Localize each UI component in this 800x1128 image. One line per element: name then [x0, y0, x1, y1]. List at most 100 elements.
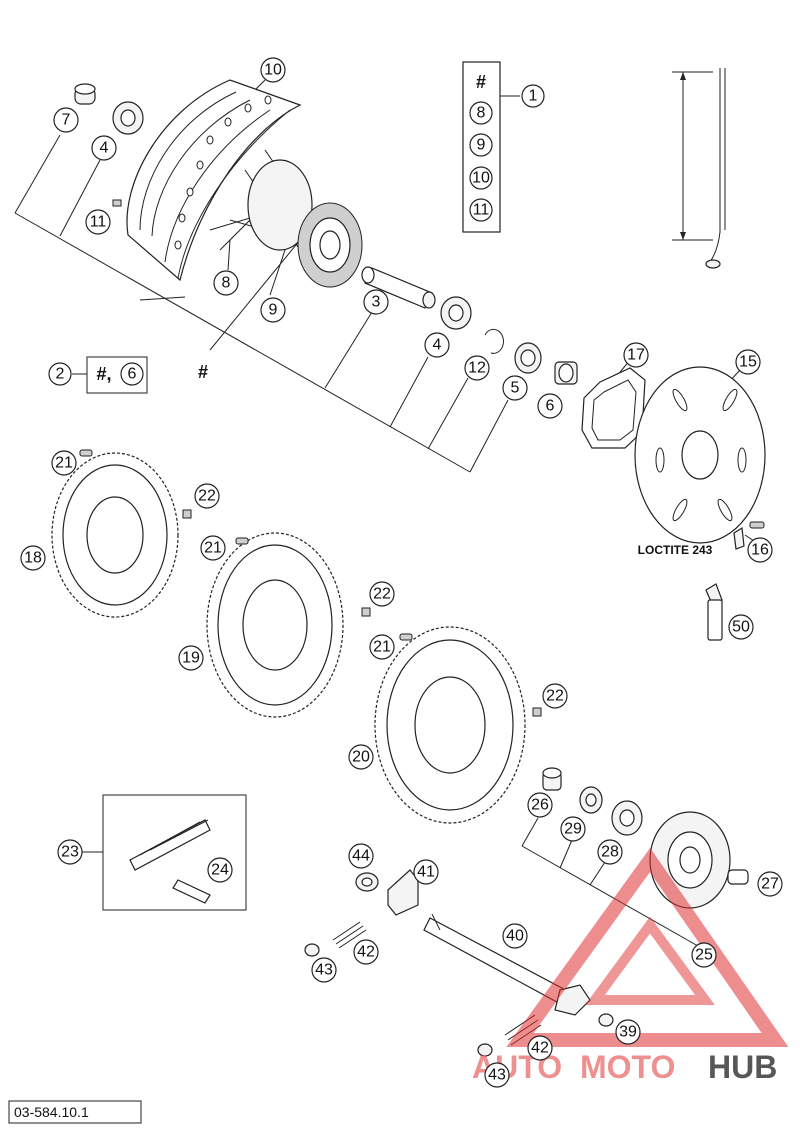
callout-bubble: [260, 297, 286, 323]
hash-mark: #: [198, 362, 208, 382]
callout-number-17: 17: [627, 347, 645, 364]
part-sleeve-7: [74, 83, 96, 105]
callout-bubble: [178, 645, 204, 671]
callout-number-15: 15: [739, 354, 757, 371]
callout-number-10: 10: [264, 62, 282, 79]
leader-lines: [14, 71, 761, 955]
callout-number-25: 25: [695, 947, 713, 964]
part-nut-axle: [554, 984, 591, 1016]
callout-bubble: [348, 744, 374, 770]
callout-number-42: 42: [531, 1040, 549, 1057]
part-spacer-6: [554, 361, 578, 385]
callout-number-42: 42: [357, 944, 375, 961]
part-spacer-tube-3: [361, 266, 436, 309]
rear-rim: [126, 79, 302, 282]
part-seal-5: [514, 342, 542, 374]
callout-bubble: [623, 342, 649, 368]
legend-ref-1: 1: [529, 88, 538, 105]
callout-number-4: 4: [433, 337, 442, 354]
kit-legend-box: # 8 9 10 11 1: [462, 61, 545, 233]
legend-item-10: 10: [472, 170, 490, 187]
callout-bubble: [502, 375, 528, 401]
callout-number-21: 21: [373, 639, 391, 656]
sprocket-18: [51, 452, 179, 618]
callout-number-7: 7: [62, 112, 71, 129]
callout-bubble: [527, 1035, 553, 1061]
legend-item-9: 9: [477, 137, 486, 154]
loctite-label: LOCTITE 243: [638, 543, 713, 557]
callout-bubble: [537, 393, 563, 419]
callout-bubble: [502, 923, 528, 949]
callout-number-40: 40: [506, 928, 524, 945]
callout-bubble: [207, 857, 233, 883]
callout-number-5: 5: [511, 380, 520, 397]
callout-bubble: [200, 535, 226, 561]
callout-number-4: 4: [100, 140, 109, 157]
callout-number-41: 41: [417, 864, 435, 881]
part-circlip-12: [484, 328, 504, 354]
part-sleeve-26: [542, 767, 562, 791]
callout-bubble: [728, 614, 754, 640]
part-nipple-11: [112, 199, 122, 207]
callout-bubble: [363, 289, 389, 315]
callout-bubble: [757, 871, 783, 897]
drawing-code-box: [8, 1100, 142, 1124]
callout-bubble: [91, 135, 117, 161]
callout-bubble: [369, 581, 395, 607]
callout-number-12: 12: [468, 360, 486, 377]
part-nut-43-upper: [304, 943, 320, 957]
part-nut-43-lower: [477, 1043, 493, 1057]
callout-bubble: [747, 537, 773, 563]
callout-bubble: [424, 332, 450, 358]
callout-number-18: 18: [24, 550, 42, 567]
part-bearing-4-right: [440, 296, 472, 330]
part-washer-39: [598, 1013, 614, 1027]
callout-number-21: 21: [204, 540, 222, 557]
callout-bubble: [527, 792, 553, 818]
callout-number-44: 44: [352, 848, 370, 865]
part-disc-carrier-17: [581, 367, 646, 449]
callout-number-39: 39: [619, 1024, 637, 1041]
callout-bubble: [311, 957, 337, 983]
callout-2-ref: 6: [128, 366, 137, 383]
callout-number-22: 22: [546, 688, 564, 705]
part-bearing-28: [611, 800, 643, 836]
part-chain-23: [129, 819, 211, 871]
callout-number-20: 20: [352, 749, 370, 766]
callout-number-11: 11: [90, 214, 107, 231]
callout-number-43: 43: [315, 962, 333, 979]
callout-2: 2: [56, 366, 65, 383]
callout-bubble: [560, 816, 586, 842]
callout-bubble: [542, 683, 568, 709]
callout-bubble: [464, 355, 490, 381]
callout-bubble: [597, 839, 623, 865]
callout-bubble: [85, 209, 111, 235]
part-bolt-16: [733, 521, 765, 550]
callout-number-19: 19: [182, 650, 200, 667]
callout-bubble: [51, 450, 77, 476]
callout-bubble: [213, 270, 239, 296]
callout-bubble: [413, 859, 439, 885]
callout-number-29: 29: [564, 821, 582, 838]
callout-number-43: 43: [488, 1067, 506, 1084]
callout-number-21: 21: [55, 455, 73, 472]
callout-number-3: 3: [372, 294, 381, 311]
part-chain-link-24: [172, 879, 211, 904]
part-seal-29: [579, 786, 603, 814]
chain-box: [102, 794, 247, 911]
callout-bubble: [353, 939, 379, 965]
callout-bubble: [735, 349, 761, 375]
callout-number-8: 8: [222, 275, 231, 292]
watermark-moto: MOTO: [580, 1049, 675, 1085]
callout-bubble: [615, 1019, 641, 1045]
callout-number-9: 9: [269, 302, 278, 319]
callout-bubble: [57, 839, 83, 865]
callout-2-hash: #,: [96, 364, 111, 384]
callout-number-23: 23: [61, 844, 79, 861]
watermark-hub: HUB: [708, 1049, 777, 1085]
part-loctite-50: [705, 583, 723, 641]
part-spoke: [705, 68, 726, 269]
